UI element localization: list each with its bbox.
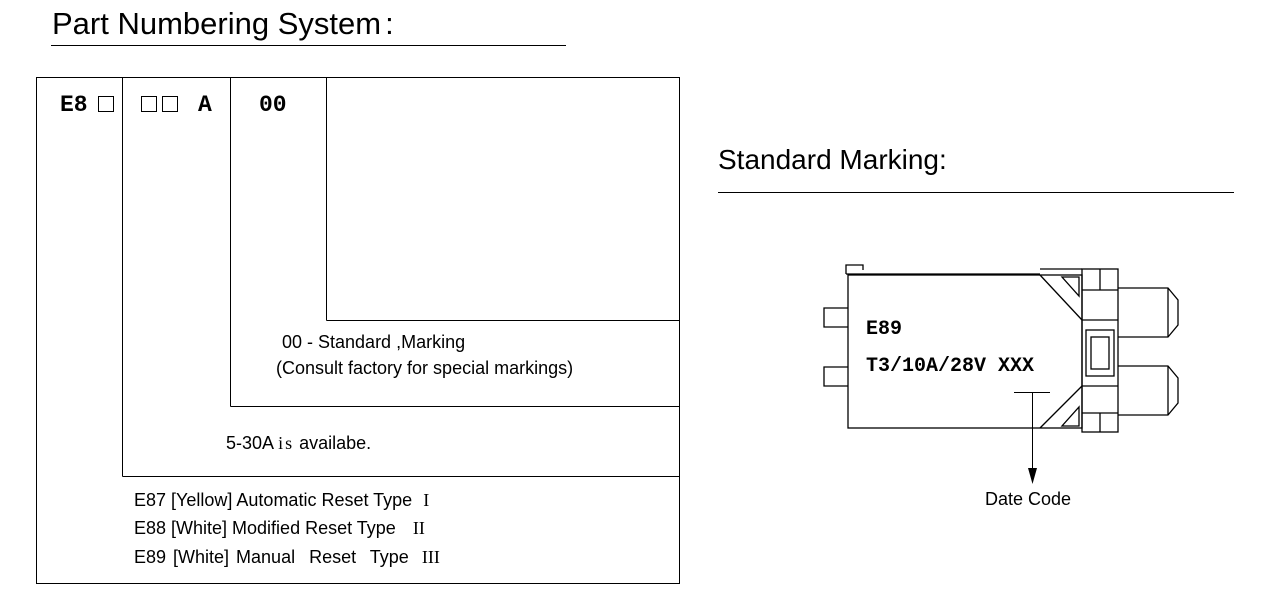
rating-post: availabe. [299, 433, 372, 453]
code-prefix: E8 [60, 92, 88, 118]
marking-desc-line1: 00 - Standard ,Marking [282, 332, 466, 352]
type-row: E89 [White] Manual Reset Type III [134, 547, 440, 568]
code-placeholder-box [141, 96, 157, 112]
marking-desc-line2: (Consult factory for special markings) [276, 358, 574, 378]
rating-word: is [278, 433, 295, 453]
type-numeral: II [412, 518, 425, 538]
part-numbering-title-colon: : [385, 6, 394, 41]
code-placeholder-box [98, 96, 114, 112]
type-row: E87 [Yellow] Automatic Reset Type I [134, 490, 429, 511]
type-row: E88 [White] Modified Reset Type II [134, 518, 425, 539]
part-numbering-title-text: Part Numbering System [52, 6, 382, 41]
date-code-arrow-head [1028, 468, 1037, 484]
frame-outer [36, 77, 680, 584]
code-marking: 00 [259, 92, 287, 118]
type-label: E89 [White] Manual Reset Type [134, 547, 409, 567]
type-numeral: III [421, 547, 440, 567]
date-code-label: Date Code [985, 489, 1072, 509]
device-marking-line1: E89 [866, 318, 903, 341]
type-label: E88 [White] Modified Reset Type [134, 518, 396, 538]
part-numbering-title: Part Numbering System: [52, 6, 394, 42]
date-code-callout [1014, 392, 1050, 470]
code-rating-suffix: A [198, 92, 212, 118]
type-numeral: I [423, 490, 430, 510]
device-marking-line2: T3/10A/28V XXX [866, 355, 1035, 378]
code-placeholder-box [162, 96, 178, 112]
standard-marking-title: Standard Marking: [718, 144, 947, 175]
rating-desc: 5-30A is availabe. [226, 433, 371, 454]
breaker-drawing [823, 264, 1179, 433]
type-label: E87 [Yellow] Automatic Reset Type [134, 490, 413, 510]
rating-range: 5-30A [226, 433, 274, 453]
